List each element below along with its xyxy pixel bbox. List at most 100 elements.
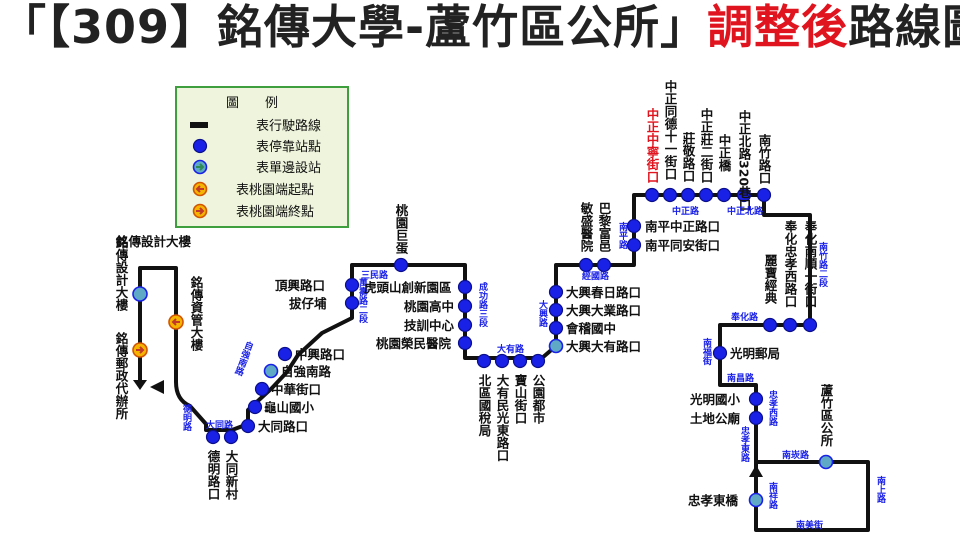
stop-label-s28: 南平同安街口 [645, 238, 720, 253]
stop-label-s12: 頂興路口 [275, 278, 325, 293]
start-point-icon [168, 314, 184, 330]
road-label-r11: 中正路 [672, 205, 700, 217]
road-label-r07: 大有路 [497, 343, 525, 355]
stop-s04 [205, 429, 221, 445]
stop-label-s42: 土地公廟 [690, 411, 741, 426]
stop-label-s17: 桃園榮民醫院 [376, 336, 452, 351]
stop-label-s01: 銘傳設計大樓 [114, 235, 129, 312]
road-label-r10: 南平路 [617, 221, 628, 250]
stop-label-s13: 桃園巨蛋 [394, 203, 409, 255]
stop-s25 [548, 284, 564, 300]
blue-stop-icon [192, 138, 208, 154]
stop-label-s15: 桃園高中 [404, 299, 454, 314]
stop-s17 [457, 335, 473, 351]
stop-label-s29: 南平中正路口 [645, 219, 720, 234]
stop-label-s30: 中正中寧街口 [645, 107, 660, 184]
road-label-r17: 忠孝西路 [767, 389, 779, 427]
stop-s38 [782, 317, 798, 333]
stop-s12 [344, 277, 360, 293]
stop-label-s26: 敏盛醫院 [579, 201, 594, 253]
stop-s15 [457, 298, 473, 314]
stop-s10 [277, 346, 293, 362]
start-point-icon [192, 181, 208, 197]
road-label-r05: 三民路 [361, 269, 389, 281]
stop-label-s22: 大興大有路口 [566, 339, 641, 354]
stop-label-s36: 南竹路口 [757, 133, 772, 185]
stop-label-s20: 寶山街口 [513, 373, 528, 425]
stop-label-s41: 光明國小 [689, 392, 741, 407]
stop-s19 [494, 353, 510, 369]
road-label-r06: 成功路三段 [477, 281, 488, 328]
stop-label-s10: 中興路口 [295, 347, 345, 362]
stop-s07 [247, 399, 263, 415]
stop-label-s08: 中華街口 [271, 382, 321, 397]
stop-s21 [530, 353, 546, 369]
stop-label-s16: 技訓中心 [404, 318, 455, 333]
stop-s28 [626, 237, 642, 253]
stop-s23 [548, 320, 564, 336]
stop-s11 [344, 295, 360, 311]
stop-label-s24: 大興大業路口 [566, 303, 641, 318]
stop-s43 [818, 454, 834, 470]
stop-s36 [756, 187, 772, 203]
stop-s30 [644, 187, 660, 203]
stop-s44 [748, 492, 764, 508]
legend-label-one-way: 表單邊設站 [256, 160, 321, 176]
title-part-3: 路線圖 [848, 0, 960, 54]
stop-s08 [254, 381, 270, 397]
legend-label-route: 表行駛路線 [256, 118, 321, 134]
road-label-r04: 萬壽路二段 [357, 277, 368, 324]
legend-header: 圖 例 [226, 96, 278, 111]
stop-s41 [748, 391, 764, 407]
stop-label-s07: 龜山國小 [264, 400, 315, 415]
stop-label-s34: 中正橋 [717, 133, 732, 172]
legend-label-end: 表桃園端終點 [236, 204, 314, 220]
end-point-icon [192, 203, 208, 219]
road-label-r20: 南上路 [875, 475, 886, 504]
stop-label-s04: 德明路口 [206, 449, 221, 501]
road-label-r09: 經國路 [582, 270, 610, 282]
stop-s09 [263, 363, 279, 379]
legend-label-stop: 表停靠站點 [256, 139, 321, 155]
stop-s32 [680, 187, 696, 203]
stop-label-s02: 銘傳郵政代辦所 [114, 331, 129, 420]
stop-s05 [223, 429, 239, 445]
stop-label-s43: 蘆竹區公所 [819, 383, 834, 447]
stop-s24 [548, 302, 564, 318]
route-arrow-left [150, 380, 164, 394]
road-label-r08: 大興路 [537, 299, 548, 328]
stop-label-s33: 中正莊二街口 [699, 107, 714, 184]
road-label-r21: 南美街 [796, 519, 823, 531]
stop-label-s18: 北區國稅局 [477, 373, 492, 437]
stop-label-s37: 奉化南順一街口 [803, 219, 818, 308]
title-part-1: 「【309】銘傳大學-蘆竹區公所」 [0, 0, 708, 54]
stop-label-s40: 光明郵局 [729, 346, 780, 361]
road-label-r22: 南祥路 [767, 481, 778, 510]
stop-s37 [802, 317, 818, 333]
stop-s14 [457, 279, 473, 295]
stop-label-s23: 會稽國中 [566, 321, 616, 336]
stop-s42 [748, 410, 764, 426]
stop-label-s19: 大有民光東路口 [495, 373, 510, 462]
stop-label-s21: 公園都市 [531, 374, 546, 425]
stop-s13 [393, 257, 409, 273]
stop-label-s38: 奉化忠孝西路口 [783, 219, 798, 308]
stop-label: 銘傳設計大樓 [116, 234, 192, 249]
stop-label-s11: 拔仔埔 [289, 296, 327, 311]
one-way-stop-icon [192, 159, 208, 175]
road-label-r03: 自強南路 [232, 338, 255, 377]
stop-label-s06: 大同路口 [258, 419, 308, 434]
stop-s29 [626, 218, 642, 234]
road-label-r16: 南昌路 [727, 372, 755, 384]
stop-s20 [512, 353, 528, 369]
road-label-r01: 德明路 [181, 403, 192, 432]
stop-s16 [457, 317, 473, 333]
stop-label-s32: 莊敬路口 [681, 131, 696, 183]
route-arrow-down [133, 380, 147, 390]
stop-label-s14: 虎頭山創新園區 [364, 280, 452, 295]
stop-label-s25: 大興春日路口 [566, 285, 641, 300]
stop-label-s39: 麗寶經典 [763, 254, 778, 305]
road-label-r18: 忠孝東路 [739, 425, 751, 463]
